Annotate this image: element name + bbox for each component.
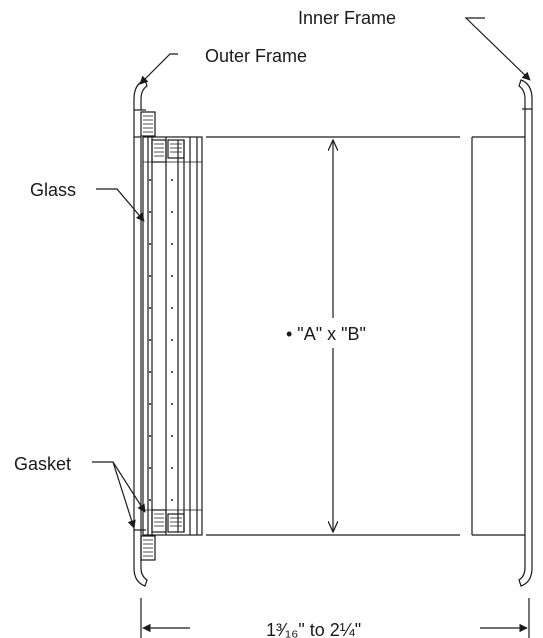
glass-leader [96, 188, 145, 222]
inner-frame-label: Inner Frame [298, 8, 396, 28]
gasket-leader-1 [92, 461, 146, 513]
glass-label: Glass [30, 180, 76, 200]
dimension-ab-label: • "A" x "B" [286, 324, 366, 344]
outer-gasket-bottom [140, 535, 156, 561]
depth-dimension [140, 598, 530, 638]
gasket-leader-2 [112, 461, 136, 529]
outer-frame [133, 79, 148, 587]
outer-frame-label: Outer Frame [205, 46, 307, 66]
depth-range-label: 1³⁄₁₆" to 2¼" [266, 620, 361, 638]
glass-assembly [142, 136, 203, 536]
outer-frame-leader [139, 53, 178, 85]
glass-desiccant-dots [149, 179, 173, 501]
dimension-ab-label-bg [280, 318, 392, 348]
gasket-label: Gasket [14, 454, 71, 474]
inner-frame [471, 79, 533, 587]
outer-gasket-top [140, 111, 156, 137]
inner-frame-leader [464, 17, 531, 81]
